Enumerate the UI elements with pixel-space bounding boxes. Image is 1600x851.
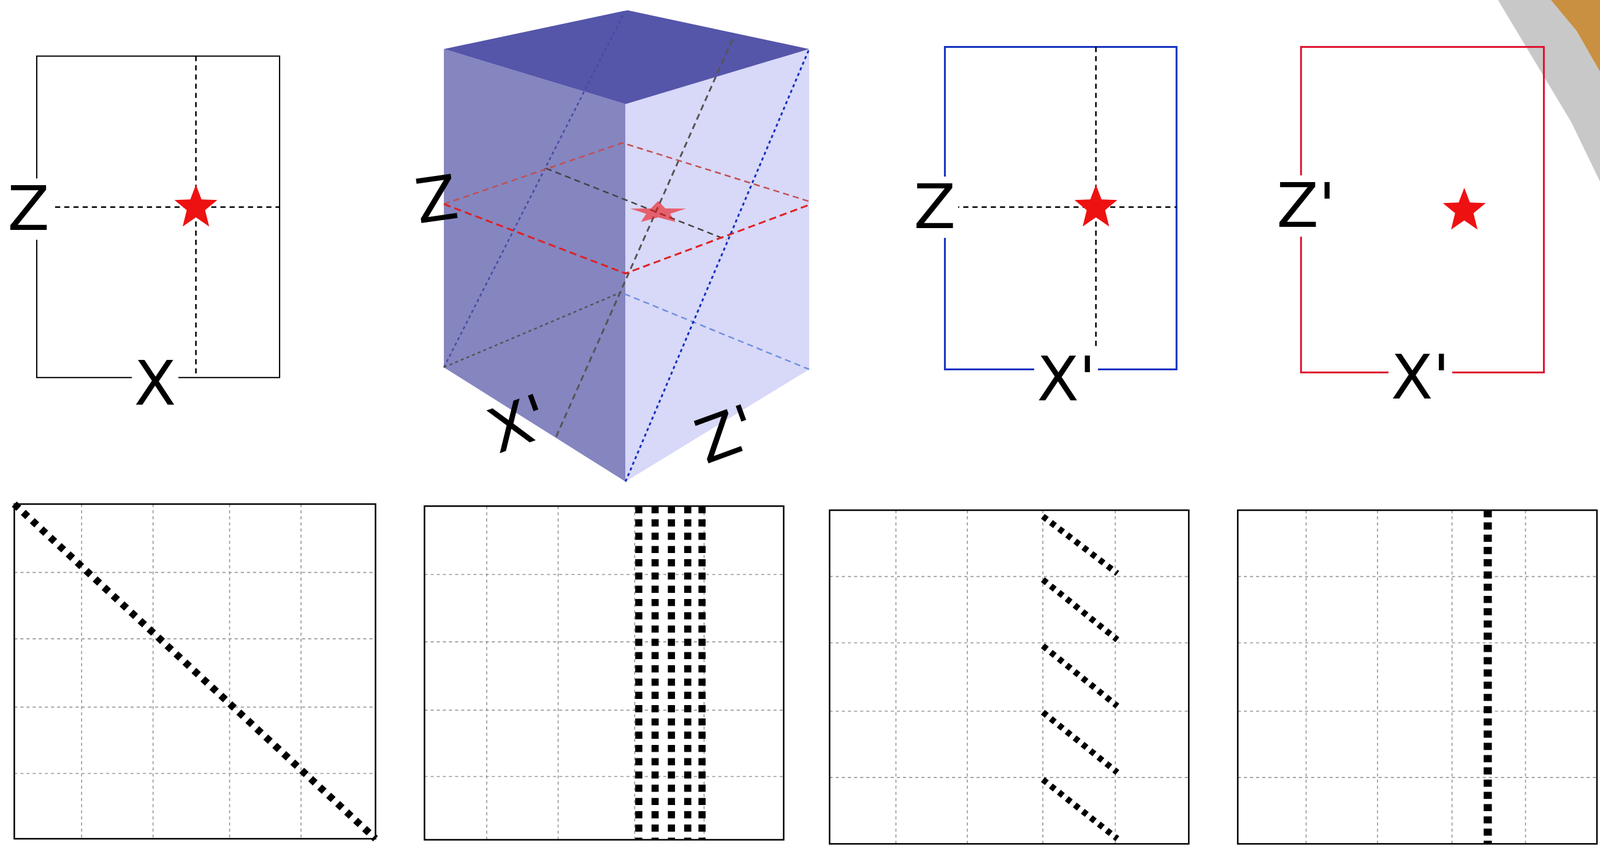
grid-frames: [14, 503, 1597, 844]
xz-panel: [36, 56, 280, 378]
corner-decoration: [1498, 0, 1600, 182]
axis-label: Z': [685, 394, 767, 475]
axis-label: Z: [409, 166, 465, 234]
axis-label: Z: [4, 178, 53, 240]
crystal-cube: [443, 10, 812, 482]
axis-label: Z': [1274, 175, 1339, 237]
axis-label: Z: [910, 176, 959, 238]
pattern-grid: [14, 503, 1597, 844]
axis-label: X': [1034, 348, 1098, 411]
axis-label: X: [131, 353, 180, 415]
dot-patterns: [14, 503, 1488, 844]
zx-prime-panel: [944, 47, 1177, 370]
axis-label: X': [1388, 346, 1453, 409]
